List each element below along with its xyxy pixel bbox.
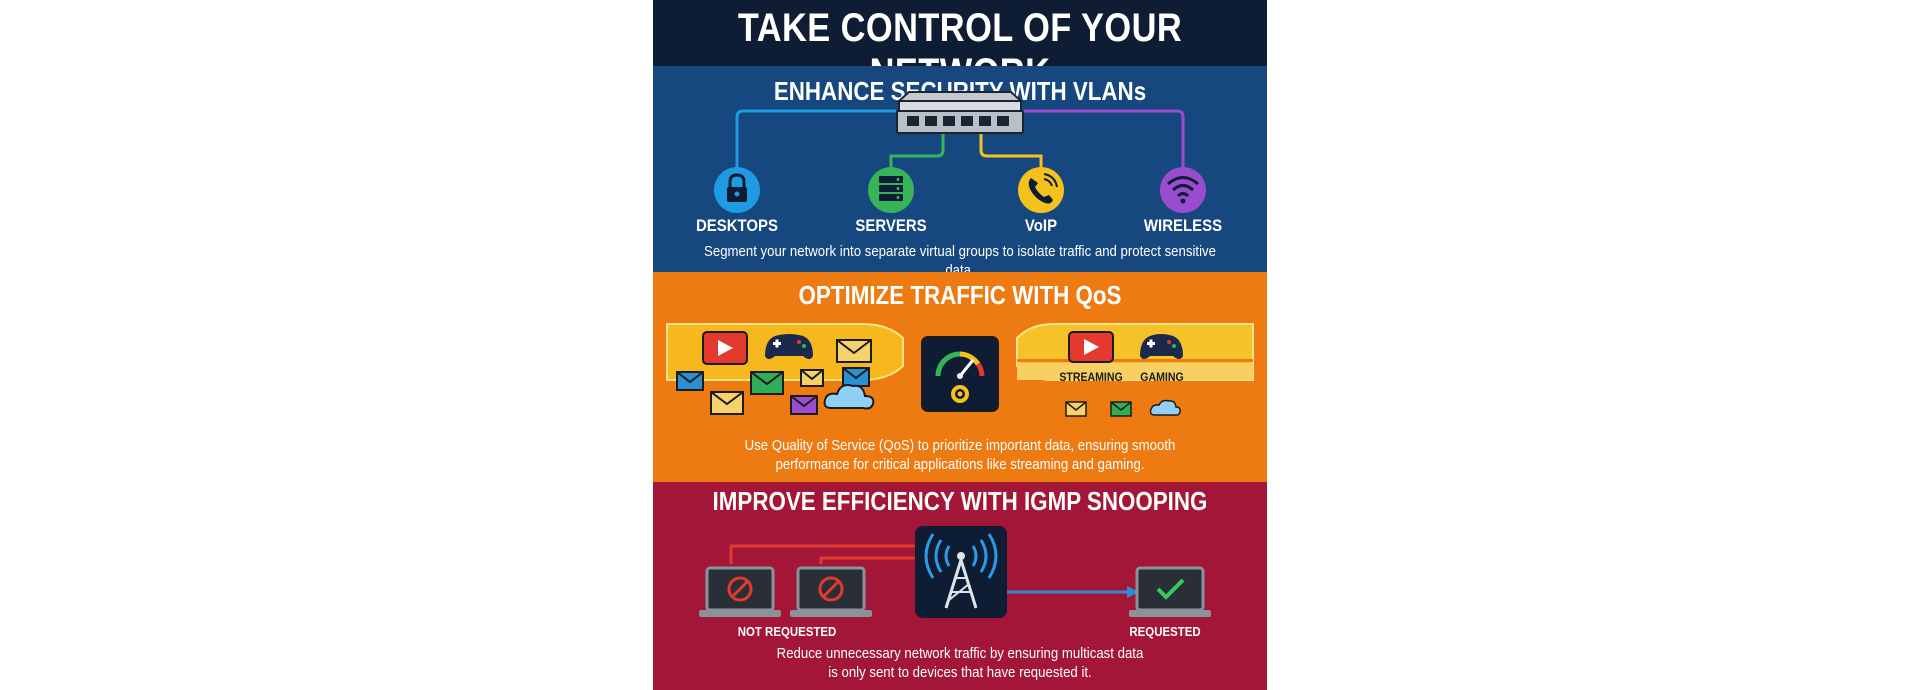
vlan-diagram <box>714 91 1206 213</box>
lane-divider <box>1017 359 1253 362</box>
voip-link <box>979 124 1043 170</box>
streaming-label: STREAMING <box>1059 370 1123 384</box>
blocked-laptop-icon <box>790 566 872 617</box>
broadcast-tower-icon <box>915 526 1007 618</box>
gamepad-icon <box>1140 334 1183 359</box>
qos-description-line-2: performance for critical applications li… <box>775 456 1145 473</box>
blocked-multicast-path <box>729 544 915 564</box>
igmp-section: IMPROVE EFFICIENCY WITH IGMP SNOOPING <box>653 482 1267 690</box>
cloud-icon <box>823 384 875 410</box>
cloud-icon <box>1149 399 1181 416</box>
blocked-laptop-icon <box>699 566 781 617</box>
mail-icon <box>790 395 818 415</box>
wifi-icon <box>1160 167 1206 213</box>
qos-diagram <box>666 323 1254 417</box>
approved-laptop-icon <box>1129 566 1211 617</box>
qos-section-title: OPTIMIZE TRAFFIC WITH QoS <box>798 280 1122 310</box>
mail-icon <box>836 339 872 363</box>
mail-icon <box>750 371 784 395</box>
not-requested-label: NOT REQUESTED <box>737 624 837 639</box>
wireless-label: WIRELESS <box>1143 216 1223 235</box>
mail-icon <box>842 367 870 387</box>
blocked-multicast-path <box>819 556 915 564</box>
title-band: TAKE CONTROL OF YOUR NETWORK <box>653 0 1267 95</box>
lock-icon <box>714 167 760 213</box>
low-priority-lane <box>1017 363 1253 380</box>
igmp-section-title: IMPROVE EFFICIENCY WITH IGMP SNOOPING <box>712 486 1208 516</box>
qos-section: OPTIMIZE TRAFFIC WITH QoS <box>653 272 1267 482</box>
requested-label: REQUESTED <box>1129 624 1201 639</box>
igmp-description-line-2: is only sent to devices that have reques… <box>828 664 1092 681</box>
wireless-link <box>1024 109 1185 170</box>
voip-label: VoIP <box>1024 216 1058 235</box>
mail-icon <box>1110 401 1132 417</box>
gamepad-icon <box>765 334 813 359</box>
servers-link <box>889 124 945 170</box>
network-switch-icon <box>896 91 1024 134</box>
qos-description-line-1: Use Quality of Service (QoS) to prioriti… <box>744 437 1176 454</box>
speedometer-gauge-icon <box>921 336 999 412</box>
video-play-icon <box>1068 331 1114 363</box>
mail-icon <box>710 391 744 415</box>
mail-icon <box>800 369 824 387</box>
infographic-poster: TAKE CONTROL OF YOUR NETWORK ENHANCE SEC… <box>653 0 1267 690</box>
phone-icon <box>1018 167 1064 213</box>
server-icon <box>868 167 914 213</box>
mail-icon <box>676 371 704 391</box>
mail-icon <box>1065 401 1087 417</box>
igmp-description-line-1: Reduce unnecessary network traffic by en… <box>776 645 1144 662</box>
igmp-diagram <box>699 526 1211 618</box>
servers-label: SERVERS <box>855 216 927 235</box>
gaming-label: GAMING <box>1140 370 1184 384</box>
desktops-link <box>735 109 896 170</box>
vlan-section: ENHANCE SECURITY WITH VLANs <box>653 66 1267 279</box>
desktops-label: DESKTOPS <box>695 216 779 235</box>
arrow-icon <box>1127 586 1139 598</box>
video-play-icon <box>702 331 748 365</box>
